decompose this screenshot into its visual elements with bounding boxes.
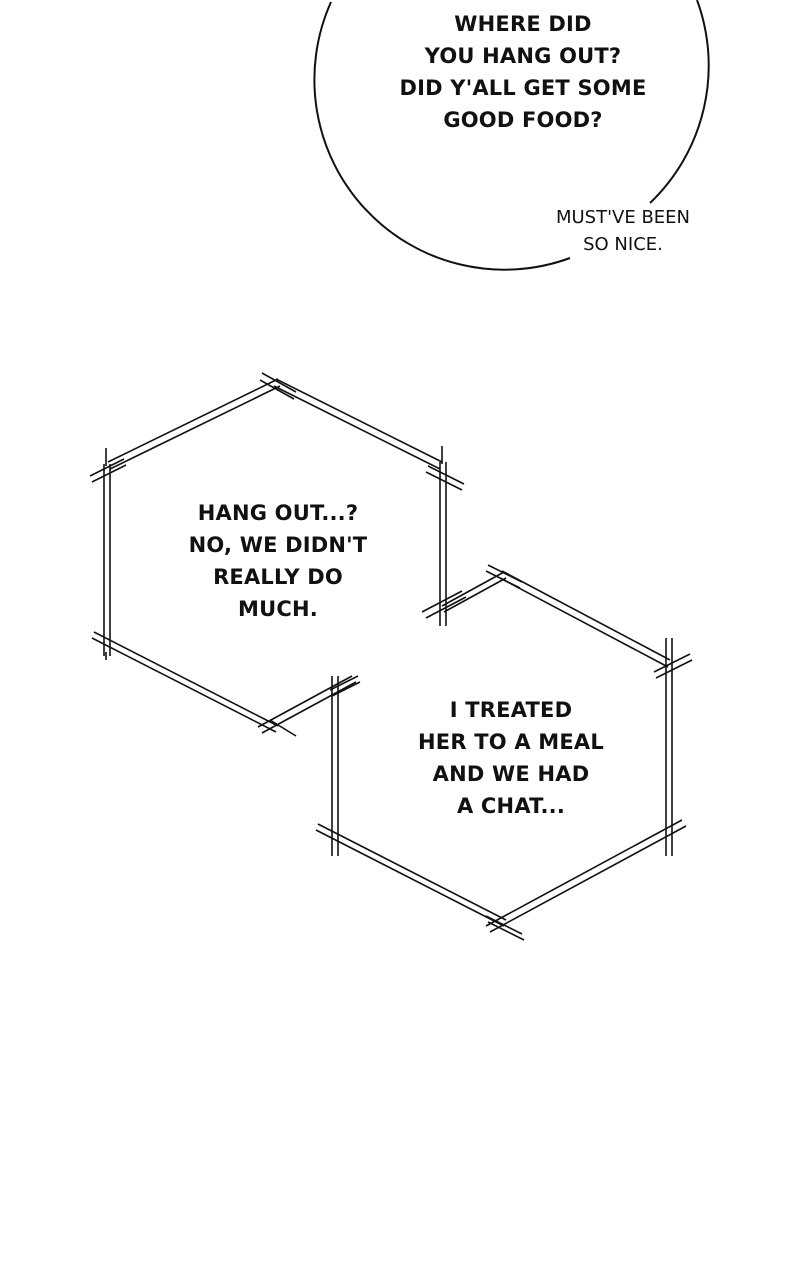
speech-balloon-top-text: WHERE DID YOU HANG OUT? DID Y'ALL GET SO…: [399, 12, 647, 132]
hexagon-balloon-left-text: HANG OUT...? NO, WE DIDN'T REALLY DO MUC…: [188, 501, 368, 621]
speech-balloon-top-outline: [313, 0, 710, 271]
hexagon-balloon-left-outline: [89, 372, 467, 737]
hexagon-balloon-right-text: I TREATED HER TO A MEAL AND WE HAD A CHA…: [418, 698, 604, 818]
hexagon-balloon-right-outline: [315, 564, 693, 941]
aside-text: MUST'VE BEEN SO NICE.: [555, 207, 691, 255]
